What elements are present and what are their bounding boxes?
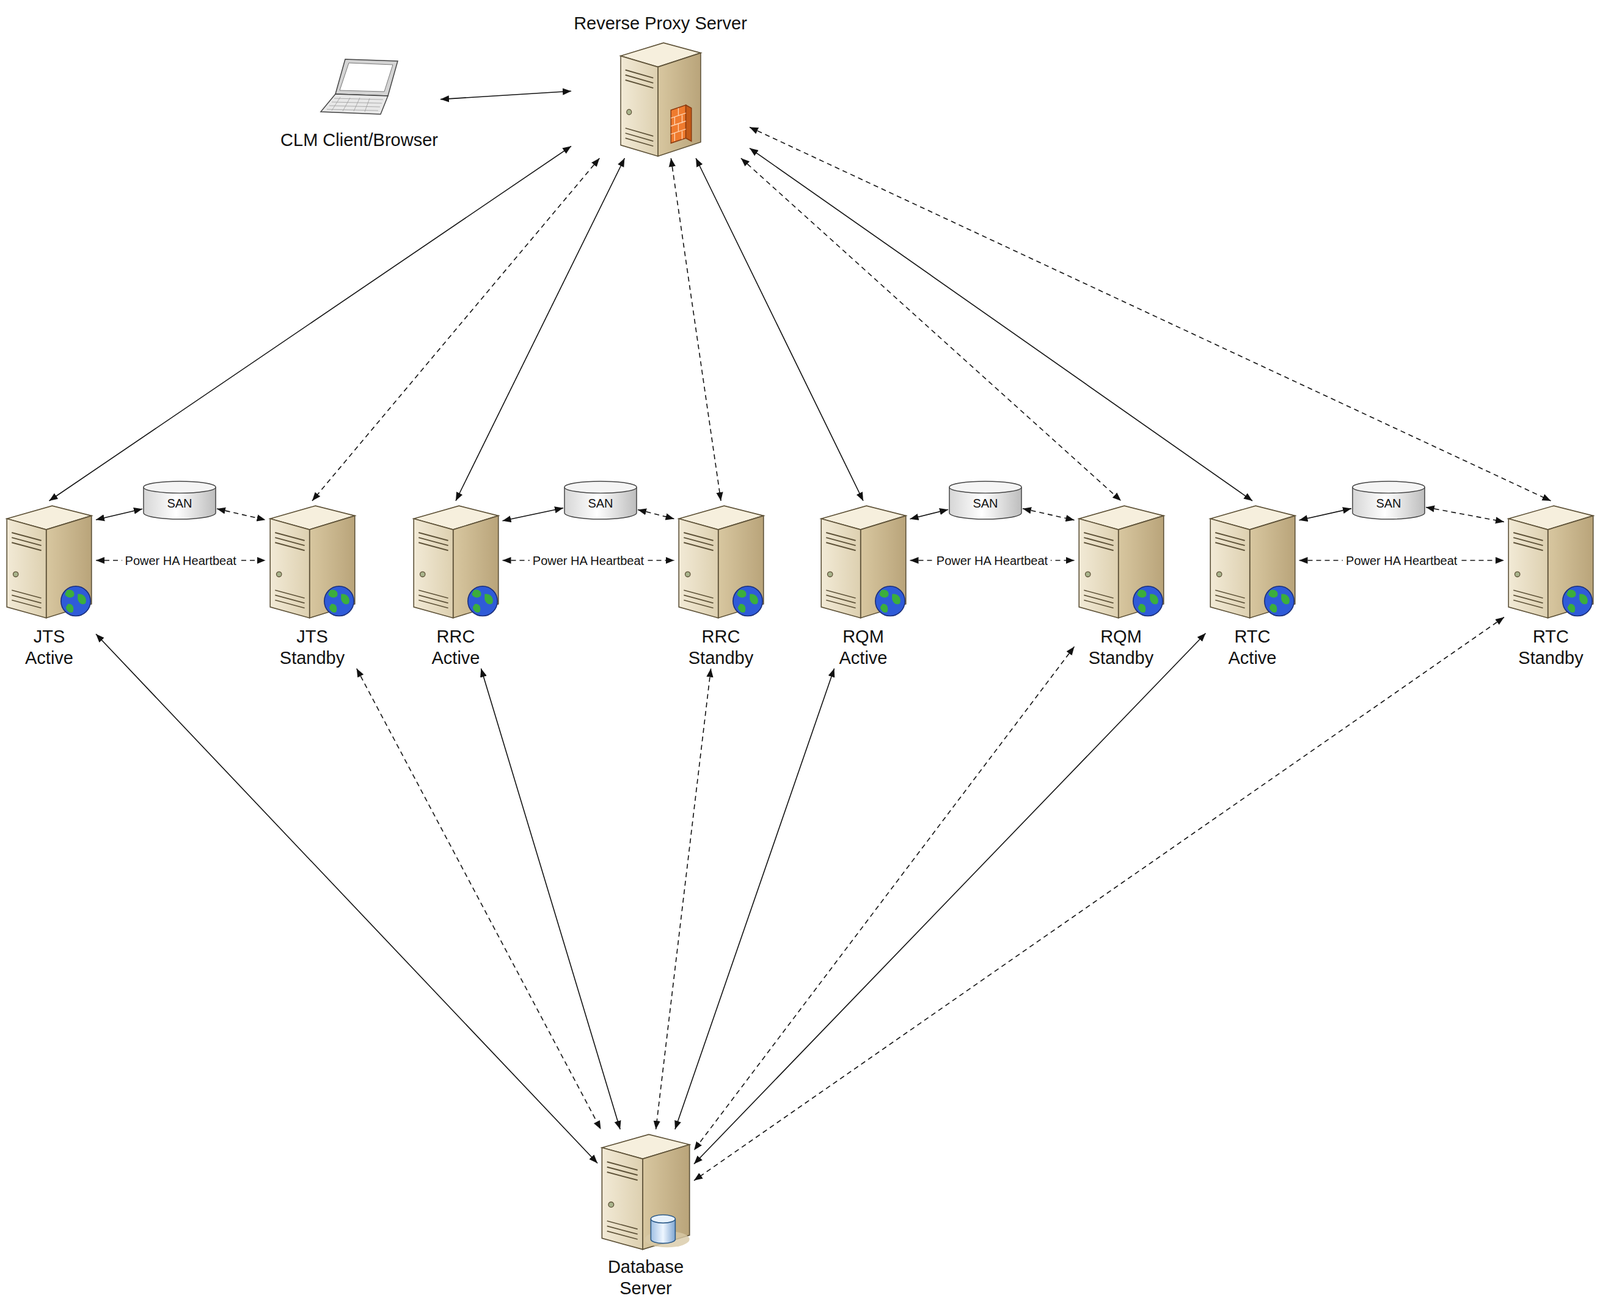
srv-icon	[1077, 500, 1166, 621]
connector	[670, 158, 721, 501]
node-label: JTS Active	[25, 626, 74, 669]
node-label: Reverse Proxy Server	[573, 12, 748, 35]
node-label: SAN	[142, 480, 217, 521]
connector	[1425, 507, 1505, 522]
connector	[694, 633, 1206, 1165]
san-storage: SAN	[1351, 480, 1426, 521]
connector	[455, 158, 625, 501]
reverse-proxy-server: Reverse Proxy Server	[571, 12, 750, 159]
node-label: CLM Client/Browser	[280, 129, 439, 151]
app-server: RRC Standby	[674, 500, 768, 669]
node-label: RTC Active	[1228, 626, 1277, 669]
connector	[675, 668, 835, 1130]
app-server: RQM Standby	[1074, 500, 1169, 669]
connector	[312, 158, 600, 501]
connector	[910, 509, 949, 520]
srv-icon	[411, 500, 501, 621]
srv-icon	[819, 500, 908, 621]
connector	[1022, 508, 1075, 521]
connector	[440, 91, 572, 99]
san-storage: SAN	[948, 480, 1023, 521]
app-server: RTC Active	[1205, 500, 1300, 669]
connector	[656, 668, 712, 1130]
connector	[502, 508, 564, 522]
connector	[637, 509, 675, 519]
node-label: SAN	[563, 480, 638, 521]
connector	[480, 668, 621, 1130]
connector	[694, 646, 1075, 1151]
node-label: RTC Standby	[1518, 626, 1583, 669]
connector	[1299, 508, 1352, 521]
db-icon	[599, 1129, 692, 1252]
node-label: SAN	[948, 480, 1023, 521]
app-server: RRC Active	[409, 500, 503, 669]
node-label: RRC Standby	[688, 626, 754, 669]
connector	[356, 668, 602, 1130]
connector	[95, 508, 143, 520]
san-storage: SAN	[142, 480, 217, 521]
node-label: JTS Standby	[279, 626, 345, 669]
node-label: RQM Standby	[1088, 626, 1154, 669]
node-label: RRC Active	[431, 626, 481, 669]
node-label: RQM Active	[839, 626, 888, 669]
client-laptop: CLM Client/Browser	[277, 58, 441, 151]
edge-label: Power HA Heartbeat	[529, 553, 647, 569]
connector	[694, 617, 1505, 1181]
app-server: RTC Standby	[1504, 500, 1598, 669]
edge-label: Power HA Heartbeat	[122, 553, 240, 569]
connector	[749, 127, 1552, 501]
connector	[749, 148, 1253, 501]
app-server: JTS Standby	[265, 500, 360, 669]
app-server: RQM Active	[816, 500, 911, 669]
app-server: JTS Active	[2, 500, 96, 669]
laptop-icon	[319, 58, 399, 117]
connector	[741, 158, 1122, 501]
node-label: SAN	[1351, 480, 1426, 521]
san-storage: SAN	[563, 480, 638, 521]
srv-icon	[1208, 500, 1297, 621]
edge-label: Power HA Heartbeat	[933, 553, 1051, 569]
connector	[95, 634, 598, 1164]
srv-icon	[1506, 500, 1596, 621]
srv-icon	[4, 500, 94, 621]
node-label: Database Server	[607, 1256, 684, 1300]
edge-label: Power HA Heartbeat	[1342, 553, 1461, 569]
connector	[695, 158, 864, 501]
proxy-icon	[618, 37, 703, 159]
srv-icon	[268, 500, 357, 621]
srv-icon	[676, 500, 766, 621]
connector	[216, 508, 266, 520]
connector	[49, 146, 572, 501]
database-server: Database Server	[597, 1129, 695, 1300]
